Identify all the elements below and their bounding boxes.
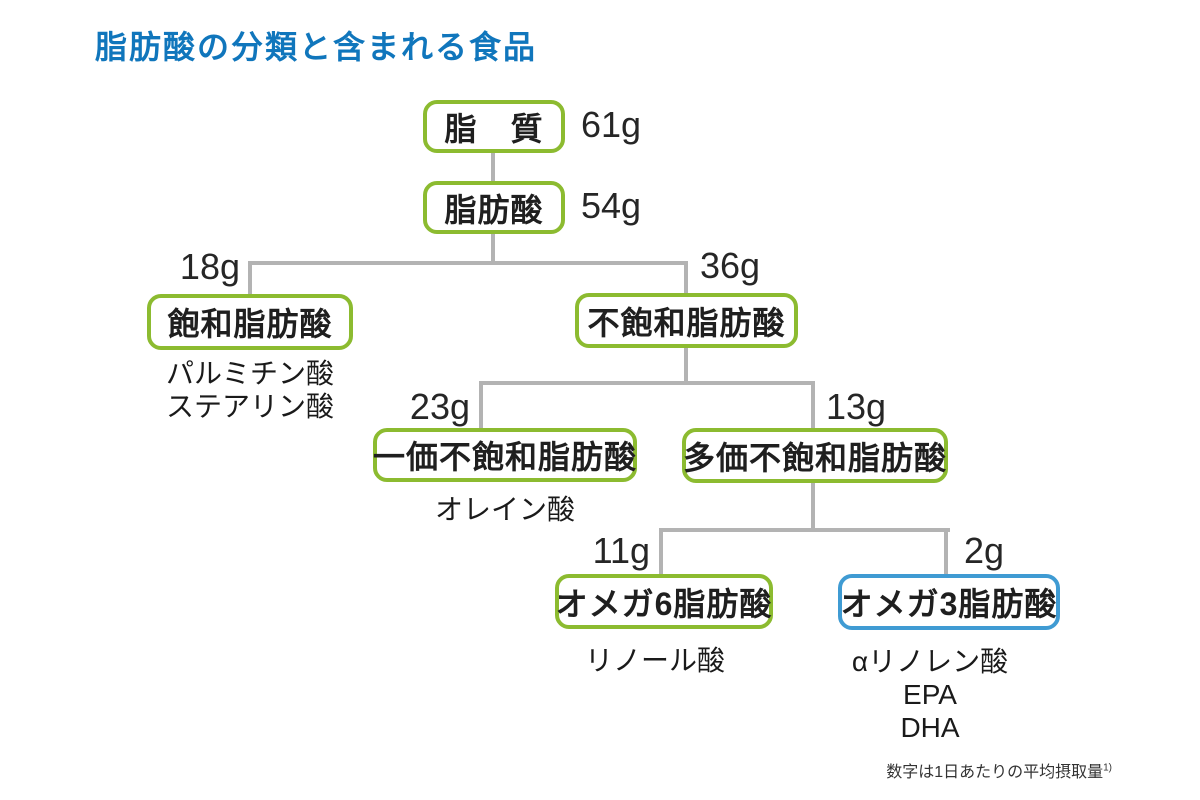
node-saturated: 飽和脂肪酸 xyxy=(147,294,353,350)
connector-unsaturated-branch xyxy=(684,348,688,384)
food-item: オレイン酸 xyxy=(434,494,575,525)
connector-lipid-fattyacid xyxy=(491,153,495,182)
food-item: パルミチン酸 xyxy=(165,358,334,389)
footnote-text: 数字は1日あたりの平均摂取量 xyxy=(886,764,1104,781)
connector-branch2-mono xyxy=(479,381,483,429)
food-item: DHA xyxy=(900,712,960,743)
foods-omega3: αリノレン酸 EPA DHA xyxy=(820,645,1040,744)
foods-saturated: パルミチン酸 ステアリン酸 xyxy=(130,357,370,423)
amount-omega6: 11g xyxy=(592,530,650,571)
node-polyunsaturated: 多価不飽和脂肪酸 xyxy=(682,428,948,483)
page-title: 脂肪酸の分類と含まれる食品 xyxy=(95,29,538,65)
amount-fatty-acid: 54g xyxy=(581,185,642,226)
connector-branch3-omega6 xyxy=(659,528,663,575)
food-item: リノール酸 xyxy=(584,645,725,676)
food-item: ステアリン酸 xyxy=(165,391,334,422)
node-lipid: 脂 質 xyxy=(423,100,565,153)
amount-polyunsaturated: 13g xyxy=(826,386,887,427)
footnote-superscript: 1) xyxy=(1103,762,1112,774)
food-item: EPA xyxy=(903,679,957,710)
foods-omega6: リノール酸 xyxy=(545,644,765,677)
footnote: 数字は1日あたりの平均摂取量1) xyxy=(886,758,1112,782)
connector-poly-branch xyxy=(811,483,815,531)
node-monounsaturated: 一価不飽和脂肪酸 xyxy=(373,428,637,482)
node-fatty-acid: 脂肪酸 xyxy=(423,181,565,234)
food-item: αリノレン酸 xyxy=(851,646,1009,677)
amount-lipid: 61g xyxy=(581,104,642,145)
node-unsaturated: 不飽和脂肪酸 xyxy=(575,293,798,348)
amount-omega3: 2g xyxy=(964,530,1005,571)
amount-saturated: 18g xyxy=(179,246,240,287)
amount-monounsaturated: 23g xyxy=(409,386,470,427)
connector-branch3-horizontal xyxy=(659,528,950,532)
connector-branch1-horizontal xyxy=(248,261,688,265)
connector-fattyacid-branch xyxy=(491,234,495,263)
connector-branch2-horizontal xyxy=(479,381,815,385)
connector-branch2-poly xyxy=(811,381,815,429)
connector-branch3-omega3 xyxy=(944,528,948,575)
foods-monounsaturated: オレイン酸 xyxy=(385,493,625,526)
connector-branch1-saturated xyxy=(248,261,252,295)
amount-unsaturated: 36g xyxy=(700,245,761,286)
connector-branch1-unsaturated xyxy=(684,261,688,294)
node-omega3: オメガ3脂肪酸 xyxy=(838,574,1060,630)
node-omega6: オメガ6脂肪酸 xyxy=(555,574,773,629)
